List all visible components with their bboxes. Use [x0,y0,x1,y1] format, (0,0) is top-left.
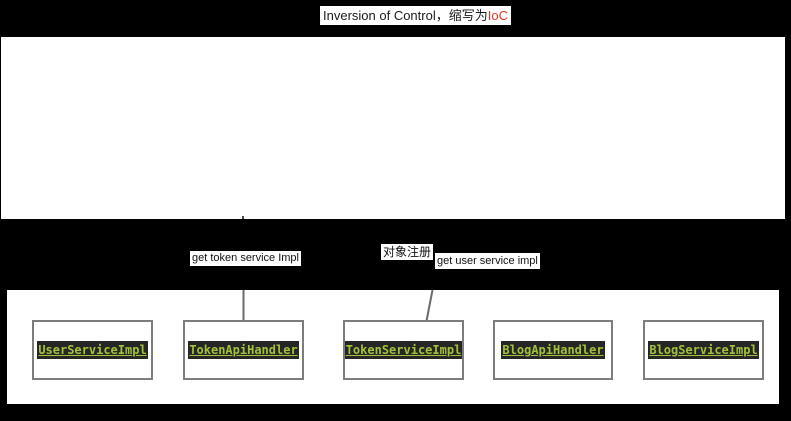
diagram-title-highlight: IoC [487,8,508,23]
box-blog-api-handler: BlogApiHandler [493,320,613,380]
diagram-title: Inversion of Control，缩写为IoC [320,6,511,25]
connector-lines [242,290,434,321]
box-token-service-impl: TokenServiceImpl [343,320,464,380]
label-get-user-service-impl: get user service impl [435,253,540,269]
diagram-title-text: Inversion of Control，缩写为 [323,8,488,23]
box-blog-service-impl: BlogServiceImpl [643,320,764,380]
connector-line-token-service [425,290,434,321]
upper-blank-panel [1,37,785,219]
class-name-token-api-handler: TokenApiHandler [188,341,299,359]
label-object-register: 对象注册 [381,244,434,260]
connector-tip-mark [242,216,244,219]
label-get-token-service-impl: get token service Impl [190,251,301,266]
box-token-api-handler: TokenApiHandler [183,320,304,380]
class-name-token-service-impl: TokenServiceImpl [344,341,463,359]
box-user-service-impl: UserServiceImpl [32,320,153,380]
class-name-blog-api-handler: BlogApiHandler [501,341,605,359]
class-name-user-service-impl: UserServiceImpl [37,341,148,359]
class-name-blog-service-impl: BlogServiceImpl [648,341,759,359]
